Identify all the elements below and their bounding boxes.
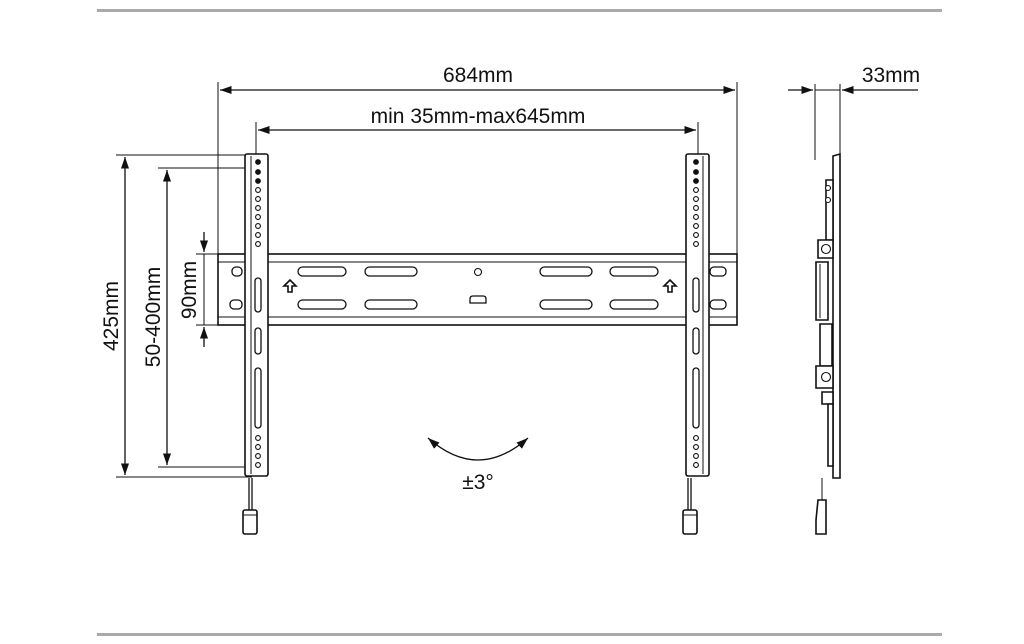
arm-spacing-label: min 35mm-max645mm: [371, 105, 586, 128]
vesa-vertical-dimension: 50-400mm: [142, 167, 258, 468]
overall-width-label: 684mm: [443, 64, 513, 87]
height-label: 425mm: [100, 281, 123, 351]
tilt-arrow-icon: [427, 437, 529, 461]
height-dimension: 425mm: [100, 154, 252, 478]
tilt-label: ±3°: [462, 471, 494, 494]
right-arm: [682, 153, 710, 535]
arm-spacing-dimension: min 35mm-max645mm: [255, 105, 699, 156]
depth-label: 33mm: [862, 64, 920, 87]
rail-height-dimension: 90mm: [178, 232, 220, 347]
up-arrow-icon: [662, 278, 678, 293]
left-arm: [242, 153, 269, 535]
tilt-indicator: ±3°: [427, 437, 529, 494]
vesa-vertical-label: 50-400mm: [142, 267, 165, 367]
bottom-rule: [97, 633, 942, 636]
wall-rail: [217, 253, 738, 326]
side-view: 33mm: [788, 64, 920, 535]
up-arrow-icon: [282, 278, 298, 293]
rail-height-label: 90mm: [178, 261, 201, 319]
top-rule: [97, 9, 942, 12]
overall-width-dimension: 684mm: [217, 64, 738, 258]
